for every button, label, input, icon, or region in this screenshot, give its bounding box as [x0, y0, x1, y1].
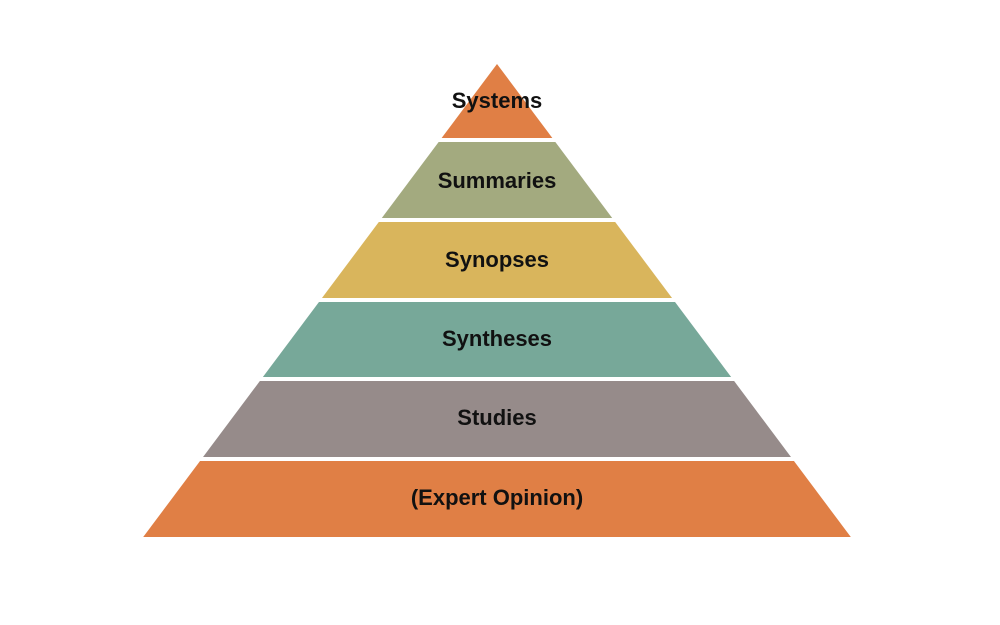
pyramid-layer-1: Summaries — [381, 142, 613, 218]
pyramid-layer-label: Systems — [452, 88, 543, 113]
pyramid-layer-shape — [321, 222, 673, 298]
pyramid-layer-label: Summaries — [438, 168, 557, 193]
pyramid-layer-4: Studies — [203, 381, 791, 457]
pyramid-layer-3: Syntheses — [262, 302, 732, 377]
pyramid-layer-shape — [143, 461, 851, 537]
pyramid-layer-shape — [441, 64, 553, 138]
pyramid-layer-2: Synopses — [321, 222, 673, 298]
pyramid-layer-label: (Expert Opinion) — [411, 485, 583, 510]
pyramid-layer-label: Synopses — [445, 247, 549, 272]
pyramid-layer-shape — [381, 142, 613, 218]
pyramid-layer-label: Studies — [457, 405, 536, 430]
pyramid-layer-shape — [203, 381, 791, 457]
pyramid-layer-5: (Expert Opinion) — [143, 461, 851, 537]
pyramid-layer-shape — [262, 302, 732, 377]
pyramid-layer-label: Syntheses — [442, 326, 552, 351]
pyramid-layer-0: Systems — [441, 64, 553, 138]
